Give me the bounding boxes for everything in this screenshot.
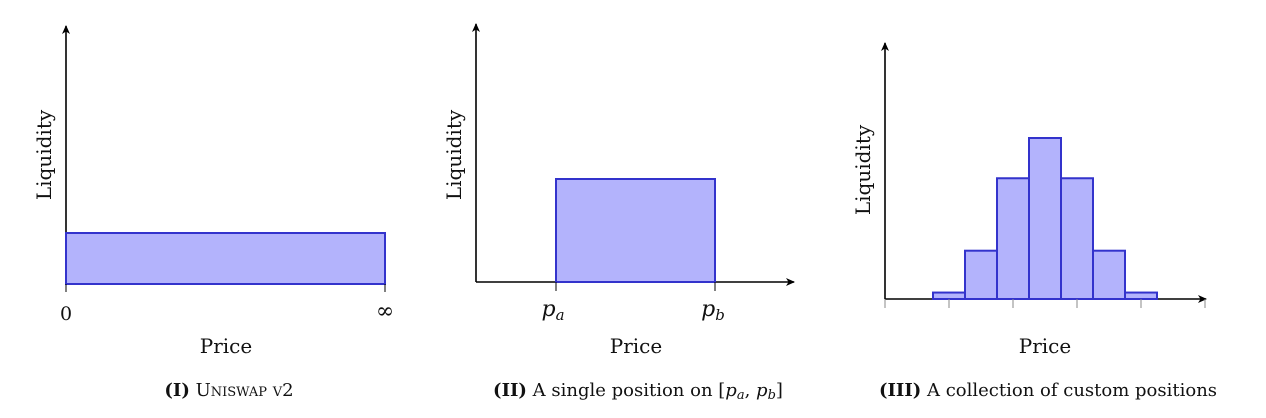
caption-text: A collection of custom positions (926, 380, 1217, 401)
caption-number: (I) (164, 380, 189, 401)
position-bar-6 (1092, 249, 1126, 300)
caption-number: (III) (879, 380, 921, 401)
position-bar-1 (932, 291, 966, 300)
caption-text: Uniswap v2 (196, 380, 294, 401)
tick-label-zero: 0 (60, 303, 72, 325)
tick-label-pb: pb (701, 297, 725, 324)
y-axis-label: Liquidity (851, 124, 875, 215)
caption: (III) A collection of custom positions (879, 380, 1217, 401)
position-bar-4 (1028, 137, 1062, 300)
x-axis-ticks (884, 299, 1206, 308)
x-axis-label: Price (1019, 334, 1071, 358)
tick-label-infinity: ∞ (376, 299, 394, 324)
position-bar-3 (996, 177, 1030, 300)
tick-label-pa: pa (541, 297, 564, 324)
caption: (II) A single position on [pa, pb] (493, 380, 783, 403)
positions-histogram (932, 137, 1158, 300)
x-axis-label: Price (610, 334, 662, 358)
liquidity-bar (65, 232, 386, 285)
y-axis-label: Liquidity (442, 109, 466, 200)
position-bar-7 (1124, 291, 1158, 300)
position-bar-5 (1060, 177, 1094, 300)
caption-text: A single position on (532, 380, 713, 401)
panel-uniswap-v2: 0 ∞ Liquidity Price (I) Uniswap v2 (32, 25, 394, 401)
caption-number: (II) (493, 380, 527, 401)
panel-single-position: pa pb Liquidity Price (II) A single posi… (442, 23, 795, 403)
position-bar (555, 178, 716, 283)
caption: (I) Uniswap v2 (164, 380, 293, 401)
panel-custom-positions: Liquidity Price (III) A collection of cu… (851, 42, 1217, 401)
x-axis-label: Price (200, 334, 252, 358)
y-axis-label: Liquidity (32, 109, 56, 200)
position-bar-2 (964, 249, 998, 300)
